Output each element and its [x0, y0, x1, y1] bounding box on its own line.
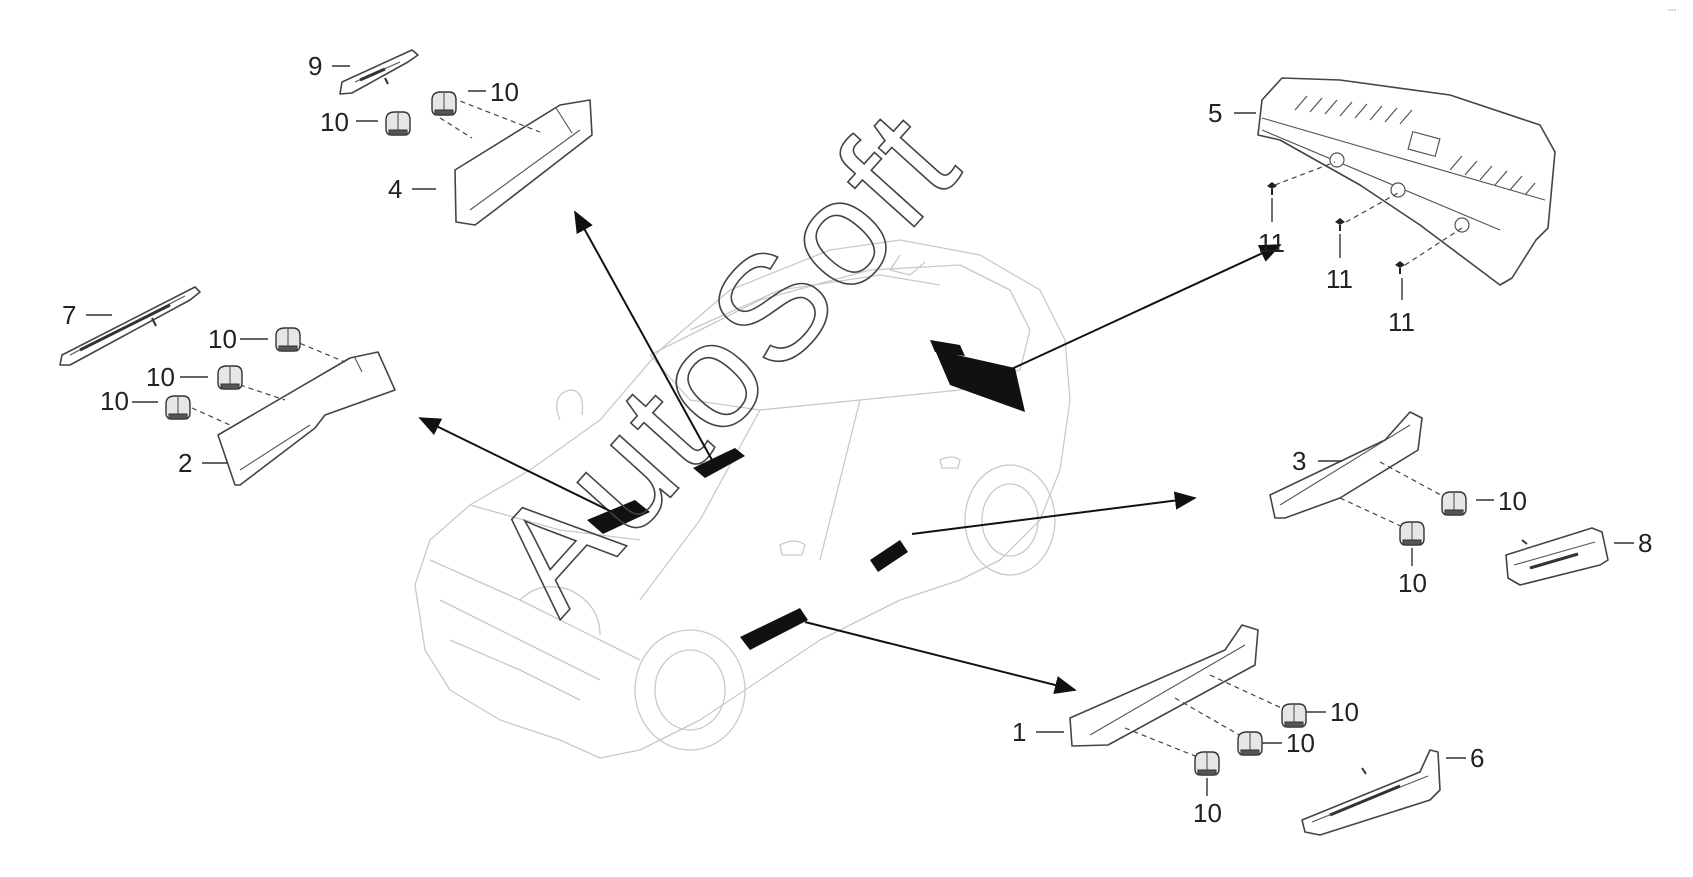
- label-part-10-c: 10: [208, 324, 237, 354]
- label-part-10-g: 10: [1398, 568, 1427, 598]
- part-2-assembly: 10 10 10 2: [100, 324, 396, 486]
- label-part-6: 6: [1470, 743, 1484, 773]
- label-part-9: 9: [308, 51, 322, 81]
- part-4-assembly: 10 10 4: [320, 77, 593, 226]
- label-part-5: 5: [1208, 98, 1222, 128]
- label-part-8: 8: [1638, 528, 1652, 558]
- part-8-assembly: 8: [1505, 527, 1652, 586]
- label-part-10-j: 10: [1193, 798, 1222, 828]
- sill-highlights: [587, 340, 1025, 650]
- label-part-10-a: 10: [490, 77, 519, 107]
- label-part-2: 2: [178, 448, 192, 478]
- part-1-assembly: 10 10 10 1: [1012, 624, 1359, 828]
- label-part-10-b: 10: [320, 107, 349, 137]
- label-part-10-d: 10: [146, 362, 175, 392]
- corner-mark: °°°: [1668, 8, 1677, 16]
- label-part-10-h: 10: [1330, 697, 1359, 727]
- callout-arrows: [418, 210, 1282, 694]
- part-7-assembly: 7: [59, 286, 201, 366]
- label-part-11-c: 11: [1388, 307, 1415, 337]
- label-part-11-a: 11: [1258, 228, 1285, 258]
- part-5-assembly: 11 11 11 5: [1208, 77, 1556, 337]
- label-part-4: 4: [388, 174, 402, 204]
- label-part-11-b: 11: [1326, 264, 1353, 294]
- label-part-10-e: 10: [100, 386, 129, 416]
- part-9-assembly: 9: [308, 49, 419, 95]
- part-3-assembly: 10 10 3: [1269, 411, 1527, 598]
- label-part-7: 7: [62, 300, 76, 330]
- label-part-10-f: 10: [1498, 486, 1527, 516]
- part-6-assembly: 6: [1301, 743, 1484, 836]
- label-part-10-i: 10: [1286, 728, 1315, 758]
- label-part-3: 3: [1292, 446, 1306, 476]
- vehicle-outline: [414, 239, 1071, 759]
- label-part-1: 1: [1012, 717, 1026, 747]
